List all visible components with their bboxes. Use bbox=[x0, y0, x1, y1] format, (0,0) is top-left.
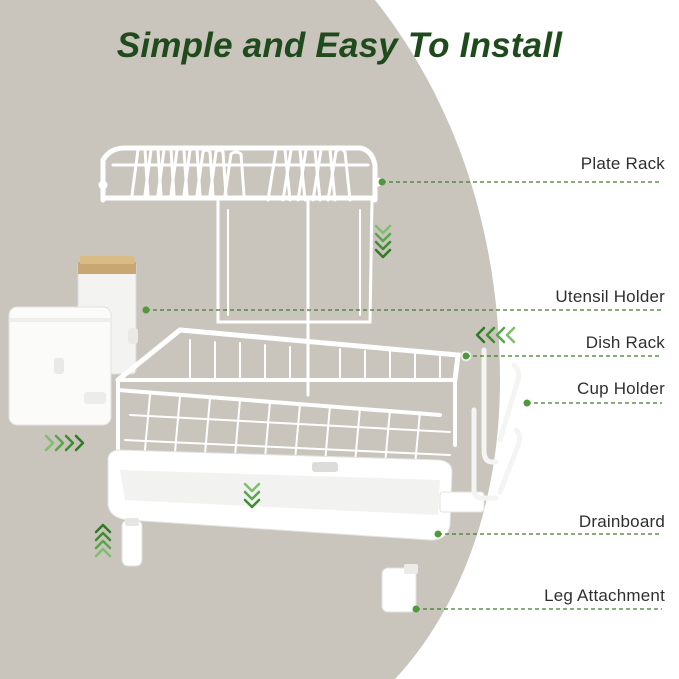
leg-attachment-illustration bbox=[121, 518, 418, 613]
page-title: Simple and Easy To Install bbox=[116, 26, 563, 65]
label-utensil-holder: Utensil Holder bbox=[555, 287, 665, 306]
label-leg-attachment: Leg Attachment bbox=[544, 586, 665, 605]
cup-holder-illustration bbox=[460, 347, 523, 501]
dish-rack-wires bbox=[124, 339, 451, 466]
dish-rack-illustration bbox=[115, 327, 461, 466]
leader-dot-icon bbox=[142, 178, 531, 613]
leader-lines bbox=[146, 181, 662, 610]
label-dish-rack: Dish Rack bbox=[585, 333, 665, 352]
plate-rack-illustration bbox=[98, 145, 383, 397]
chevron-arrow-icon bbox=[44, 224, 516, 558]
label-drainboard: Drainboard bbox=[578, 512, 665, 531]
plate-dividers bbox=[130, 145, 352, 202]
drainboard-illustration bbox=[107, 449, 485, 541]
label-plate-rack: Plate Rack bbox=[580, 154, 665, 173]
utensil-holder-illustration bbox=[8, 256, 138, 426]
label-cup-holder: Cup Holder bbox=[577, 379, 665, 398]
white-curved-panel bbox=[375, 0, 679, 679]
